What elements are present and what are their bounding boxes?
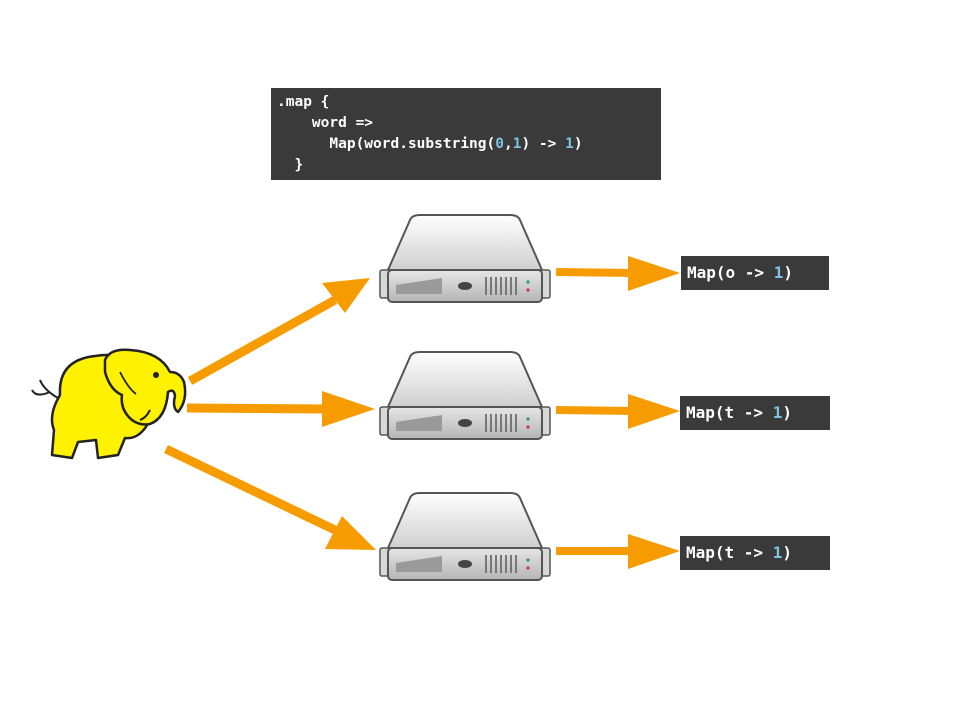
code-line: Map(word.substring(0,1) -> 1)	[277, 134, 655, 155]
map-result-2: Map(t -> 1)	[680, 396, 830, 430]
code-text: }	[277, 157, 304, 173]
code-line: word =>	[277, 113, 655, 134]
code-snippet: .map { word => Map(word.substring(0,1) -…	[271, 88, 661, 180]
code-text: Map(word.substring(	[277, 136, 496, 152]
code-number: 1	[512, 136, 522, 152]
server-icon	[379, 351, 551, 440]
code-text: ,	[503, 136, 513, 152]
code-number: 1	[565, 136, 574, 152]
arrow-to-result-3	[556, 534, 680, 569]
code-text: .map {	[277, 94, 330, 110]
map-result-1: Map(o -> 1)	[681, 256, 829, 290]
result-text: Map(t ->	[686, 543, 773, 562]
result-number: 1	[772, 403, 783, 422]
code-text: ) ->	[521, 136, 566, 152]
hadoop-elephant-icon	[31, 348, 187, 460]
server-icon	[379, 492, 551, 581]
code-line: }	[277, 155, 655, 176]
code-number: 0	[495, 136, 504, 152]
arrow-to-result-2	[555, 394, 680, 429]
arrow-to-result-1	[555, 256, 680, 291]
server-icon	[379, 214, 551, 303]
code-line: .map {	[277, 92, 655, 113]
arrow-to-server-2	[186, 391, 375, 427]
code-text: word =>	[277, 115, 374, 131]
arrow-to-server-3	[164, 444, 376, 550]
result-text: Map(t ->	[686, 403, 773, 422]
result-text: )	[782, 403, 792, 422]
map-result-3: Map(t -> 1)	[680, 536, 830, 570]
arrow-to-server-1	[187, 278, 370, 385]
result-text: )	[783, 263, 793, 282]
result-number: 1	[772, 543, 783, 562]
result-number: 1	[773, 263, 784, 282]
result-text: )	[782, 543, 792, 562]
code-text: )	[573, 136, 583, 152]
result-text: Map(o ->	[687, 263, 774, 282]
